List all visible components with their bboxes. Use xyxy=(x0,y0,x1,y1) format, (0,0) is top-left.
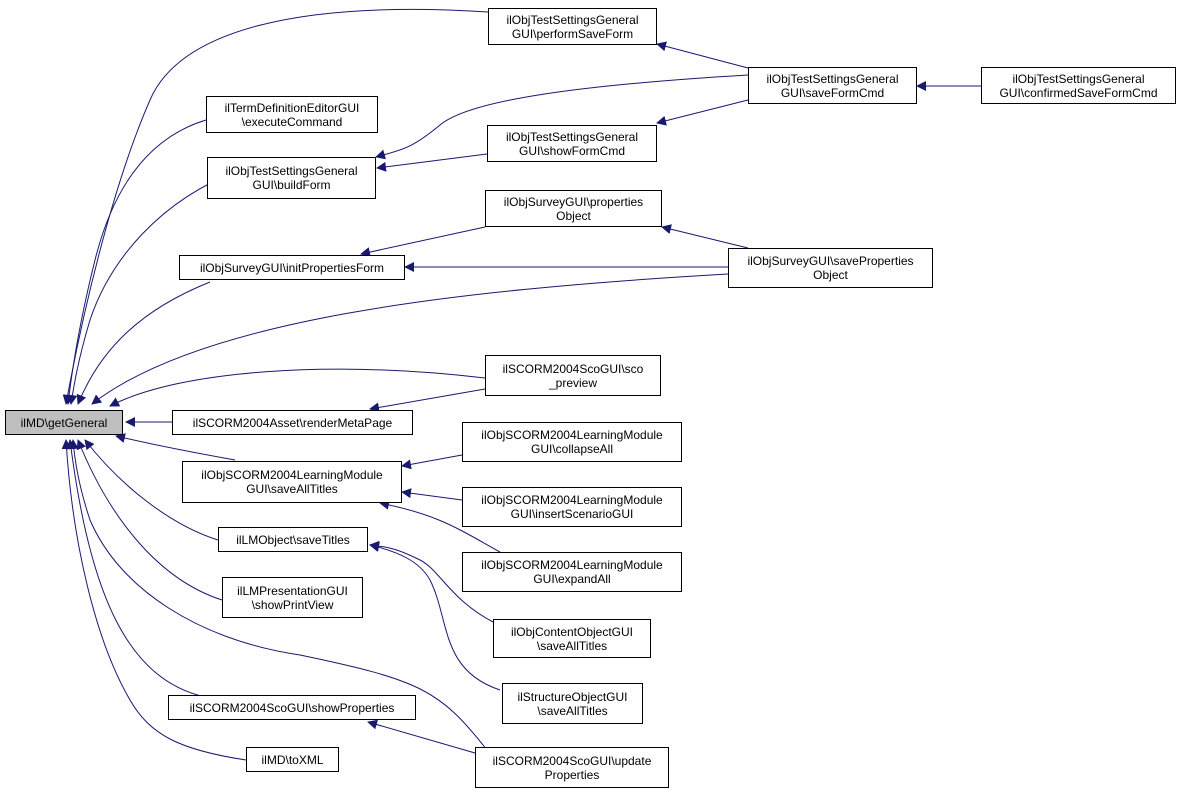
edge-contentSaveAllTitles-saveTitles xyxy=(369,540,496,624)
node-contentSaveAllTitles[interactable]: ilObjContentObjectGUI\saveAllTitles xyxy=(493,619,651,658)
node-saveTitles[interactable]: ilLMObject\saveTitles xyxy=(218,527,368,552)
edge-showProperties-root xyxy=(66,439,206,698)
node-termExecute[interactable]: ilTermDefinitionEditorGUI\executeCommand xyxy=(206,96,378,133)
edge-insertScenario-lmSaveAllTitles xyxy=(401,488,463,501)
node-showProperties[interactable]: ilSCORM2004ScoGUI\showProperties xyxy=(168,695,416,720)
edge-saveFormCmd-performSaveForm xyxy=(656,41,749,69)
edge-saveFormCmd-buildForm xyxy=(375,74,749,160)
node-renderMetaPage[interactable]: ilSCORM2004Asset\renderMetaPage xyxy=(172,410,413,435)
edge-showFormCmd-buildForm xyxy=(376,153,488,172)
node-toXML[interactable]: ilMD\toXML xyxy=(246,747,339,772)
node-getGeneral: ilMD\getGeneral xyxy=(5,410,123,435)
edge-initPropertiesForm-root xyxy=(76,281,211,405)
edge-saveFormCmd-showFormCmd xyxy=(656,99,749,126)
edge-savePropertiesObject-root xyxy=(91,273,729,405)
node-scoPreview[interactable]: ilSCORM2004ScoGUI\sco_preview xyxy=(485,355,661,396)
node-showPrintView[interactable]: ilLMPresentationGUI\showPrintView xyxy=(222,577,363,618)
node-initPropertiesForm[interactable]: ilObjSurveyGUI\initPropertiesForm xyxy=(179,255,405,280)
edge-showPrintView-root xyxy=(76,439,223,601)
edge-updateProperties-showProperties xyxy=(367,719,476,754)
edge-toXML-root xyxy=(61,439,247,761)
edge-updateProperties-root xyxy=(68,439,488,751)
edge-collapseAll-lmSaveAllTitles xyxy=(401,454,463,470)
edge-lmSaveAllTitles-root xyxy=(115,433,236,461)
edge-performSaveForm-root xyxy=(62,8,489,405)
edge-buildForm-root xyxy=(67,169,241,405)
edge-expandAll-lmSaveAllTitles xyxy=(379,499,501,553)
edge-scoPreview-renderMetaPage xyxy=(369,388,486,413)
node-structureSaveAllTitles[interactable]: ilStructureObjectGUI\saveAllTitles xyxy=(502,683,643,724)
edge-scoPreview-root xyxy=(109,368,486,407)
edge-saveTitles-root xyxy=(84,439,219,541)
edge-termExecute-root xyxy=(64,119,207,405)
edge-structureSaveAllTitles-saveTitles xyxy=(369,542,501,691)
edge-propertiesObject-initPropertiesForm xyxy=(360,226,486,257)
edge-savePropertiesObject-propertiesObject xyxy=(661,224,749,249)
